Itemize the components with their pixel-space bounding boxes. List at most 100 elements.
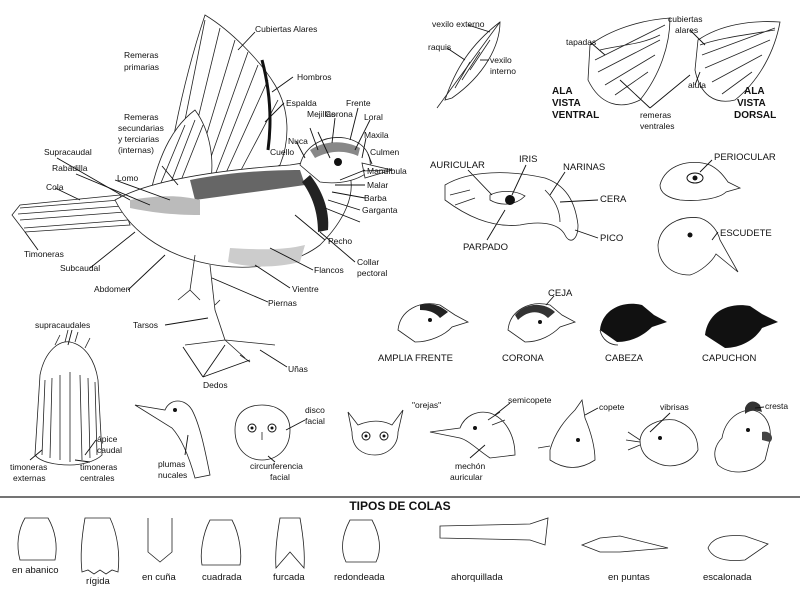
label-cubiertas-alares-wing-2: alares [675,25,698,35]
tail-shape-furcada [275,517,305,569]
label-cera: CERA [600,194,627,205]
label-plumas-nucales-1: plumas [158,459,185,469]
label-copete: copete [599,402,625,412]
label-supracaudal: Supracaudal [44,147,92,157]
label-capuchon: CAPUCHON [702,353,757,364]
label-rabadilla: Rabadilla [52,163,88,173]
label-unas: Uñas [288,364,308,374]
main-bird-labels: Cubiertas Alares Remeras primarias Hombr… [24,24,407,390]
label-remeras-primarias-2: primarias [124,62,159,72]
label-cresta: cresta [765,401,788,411]
label-escalonada: escalonada [703,572,752,583]
label-garganta: Garganta [362,205,398,215]
label-ala-ventral-3: VENTRAL [552,110,599,121]
label-en-abanico: en abanico [12,565,58,576]
label-collar-pectoral-2: pectoral [357,268,387,278]
tail-shape-en-puntas [580,535,669,553]
label-piernas: Piernas [268,298,297,308]
tail-shape-ahorquillada [439,517,549,546]
label-loral: Loral [364,112,383,122]
label-periocular: PERIOCULAR [714,152,776,163]
label-vexilo-interno-2: interno [490,66,516,76]
tail-detail-illustration: supracaudales ápice caudal timoneras ext… [10,320,122,483]
label-mandibula: Mandíbula [367,166,407,176]
label-en-puntas: en puntas [608,572,650,583]
label-parpado: PARPADO [463,242,508,253]
label-amplia-frente: AMPLIA FRENTE [378,353,453,364]
label-abdomen: Abdomen [94,284,131,294]
label-plumas-nucales-2: nucales [158,470,187,480]
label-auricular: AURICULAR [430,160,485,171]
label-apice-caudal-1: ápice [97,434,118,444]
tail-shape-en-abanico [17,517,57,561]
label-corona: Corona [325,109,353,119]
wings-illustration: tapadas cubiertas alares ALA VISTA VENTR… [552,14,781,131]
main-bird-illustration [11,14,394,363]
label-cola: Cola [46,182,64,192]
label-timoneras-externas-1: timoneras [10,462,47,472]
label-mechon-auricular-2: auricular [450,472,483,482]
label-ceja: CEJA [548,288,573,299]
label-ala-dorsal-2: VISTA [737,98,766,109]
label-vientre: Vientre [292,284,319,294]
label-orejas: "orejas" [412,400,441,410]
label-vexilo-interno-1: vexilo [490,55,512,65]
tail-types: en abanico rígida en cuña cuadrada furca… [12,517,769,587]
label-subcaudal: Subcaudal [60,263,100,273]
raptor-head-illustration: AURICULAR IRIS NARINAS CERA PARPADO PICO [430,154,627,253]
label-vibrisas: vibrisas [660,402,689,412]
label-malar: Malar [367,180,388,190]
label-ala-dorsal-1: ALA [744,86,765,97]
tail-shape-rigida [80,517,120,575]
label-ahorquillada: ahorquillada [451,572,503,583]
tail-shape-en-cuna [147,518,173,563]
label-culmen: Culmen [370,147,400,157]
label-furcada: furcada [273,572,305,583]
tail-shape-cuadrada [200,519,242,566]
label-remeras-secundarias-1: Remeras [124,112,158,122]
label-raquis: raquis [428,42,451,52]
label-remeras-secundarias-3: y terciarias [118,134,159,144]
label-cuadrada: cuadrada [202,572,242,583]
label-collar-pectoral-1: Collar [357,257,379,267]
label-hombros: Hombros [297,72,331,82]
label-narinas: NARINAS [563,162,605,173]
label-cubiertas-alares: Cubiertas Alares [255,24,317,34]
main-bird-leader-lines [24,31,373,378]
label-en-cuna: en cuña [142,572,177,583]
label-espalda: Espalda [286,98,317,108]
label-vexilo-externo: vexilo externo [432,19,485,29]
label-remeras-secundarias-2: secundarias [118,123,164,133]
label-rigida: rígida [86,576,110,587]
label-frente: Frente [346,98,371,108]
label-circunferencia-facial-1: circunferencia [250,461,303,471]
tail-types-title: TIPOS DE COLAS [349,499,450,513]
label-cabeza: CABEZA [605,353,644,364]
label-ala-dorsal-3: DORSAL [734,110,776,121]
label-ala-ventral-1: ALA [552,86,573,97]
label-timoneras-externas-2: externas [13,473,46,483]
label-timoneras: Timoneras [24,249,64,259]
tail-shape-redondeada [342,519,380,563]
head-patterns: CEJA AMPLIA FRENTE CORONA CABEZA CAPUCHO… [378,288,778,364]
head-features: plumas nucales disco facial circunferenc… [134,395,788,482]
label-flancos: Flancos [314,265,344,275]
label-nuca: Nuca [288,136,308,146]
tail-shape-escalonada [707,535,769,561]
label-alula: alula [688,80,706,90]
label-cubiertas-alares-wing-1: cubiertas [668,14,703,24]
label-remeras-ventrales-1: remeras [640,110,671,120]
label-maxila: Maxila [364,130,389,140]
label-remeras-primarias-1: Remeras [124,50,158,60]
label-lomo: Lomo [117,173,139,183]
label-redondeada: redondeada [334,572,385,583]
label-remeras-secundarias-4: (internas) [118,145,154,155]
label-barba: Barba [364,193,387,203]
label-mejillas: Mejillas [307,109,335,119]
label-ala-ventral-2: VISTA [552,98,581,109]
label-mechon-auricular-1: mechón [455,461,486,471]
label-disco-facial-2: facial [305,416,325,426]
label-tapadas: tapadas [566,37,596,47]
label-timoneras-centrales-1: timoneras [80,462,117,472]
